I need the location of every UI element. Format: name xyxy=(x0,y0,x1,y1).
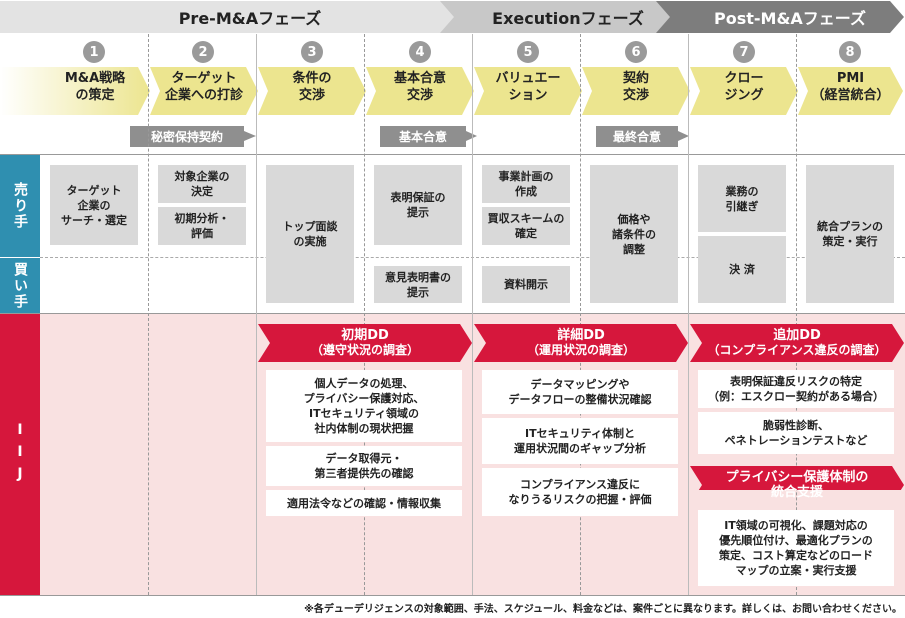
step-arrow-8 xyxy=(798,67,903,115)
step-arrow-3 xyxy=(258,67,366,115)
detail-dd-item-3: コンプライアンス違反になりうるリスクの把握・評価 xyxy=(482,468,678,516)
phase-pre-bar xyxy=(0,1,474,33)
step-label-3: 条件の交渉 xyxy=(292,71,332,103)
phase-post-label: Post-M&Aフェーズ xyxy=(714,9,866,28)
col-sep-1 xyxy=(148,34,149,595)
header-privacy-support: プライバシー保護体制の統合支援 xyxy=(725,470,869,500)
step-arrow-1 xyxy=(0,67,150,115)
phase-post-bar xyxy=(656,1,904,33)
activity-price: 価格や諸条件の調整 xyxy=(590,165,678,303)
activity-disclosure: 資料開示 xyxy=(482,266,570,303)
header-detail-dd: 詳細DD（運用状況の調査） xyxy=(526,328,635,357)
step-arrow-5 xyxy=(474,67,582,115)
step-label-8: PMI（経営統合） xyxy=(811,71,890,103)
col-sep-4 xyxy=(472,34,473,595)
activity-opinion: 意見表明書の提示 xyxy=(374,266,462,303)
grid-line-bottom xyxy=(0,595,905,596)
side-buyer: 買い手 xyxy=(0,258,40,313)
activity-scheme: 買収スキームの確定 xyxy=(482,207,570,245)
activity-settlement: 決 済 xyxy=(698,236,786,303)
header-initial-dd-bg xyxy=(258,324,472,362)
header-privacy-bg xyxy=(690,466,904,490)
tag-final-bg xyxy=(596,126,678,147)
tag-nda-bg xyxy=(130,126,244,147)
step-label-7: クロージング xyxy=(724,71,764,103)
activity-business-plan: 事業計画の作成 xyxy=(482,165,570,203)
phase-exec-bar xyxy=(440,1,690,33)
step-number-5: 5 xyxy=(517,41,539,63)
activity-handover: 業務の引継ぎ xyxy=(698,165,786,232)
step-number-7: 7 xyxy=(733,41,755,63)
col-sep-7 xyxy=(796,34,797,595)
header-initial-dd: 初期DD（遵守状況の調査） xyxy=(310,328,419,357)
detail-dd-item-1: データマッピングやデータフローの整備状況確認 xyxy=(482,370,678,414)
activity-target-search: ターゲット企業のサーチ・選定 xyxy=(50,165,138,245)
additional-dd-item-2: 脆弱性診断、ペネトレーションテストなど xyxy=(698,412,894,454)
side-iij: IIJ xyxy=(0,314,40,595)
additional-dd-item-1: 表明保証違反リスクの特定（例：エスクロー契約がある場合） xyxy=(698,370,894,408)
tag-basic-bg xyxy=(380,126,466,147)
col-sep-6 xyxy=(688,34,689,595)
steps-arrows xyxy=(0,67,903,115)
step-arrow-2 xyxy=(150,67,258,115)
step-label-6: 契約交渉 xyxy=(622,71,649,103)
step-arrow-4 xyxy=(366,67,474,115)
activity-target-decide: 対象企業の決定 xyxy=(158,165,246,203)
grid-line-mid xyxy=(0,313,905,314)
step-number-8: 8 xyxy=(839,41,861,63)
privacy-support-item: IT領域の可視化、課題対応の優先順位付け、最適化プランの策定、コスト算定などのロ… xyxy=(698,510,894,586)
step-number-4: 4 xyxy=(409,41,431,63)
grid-line-top xyxy=(0,154,905,155)
phase-exec-label: Executionフェーズ xyxy=(492,9,644,28)
tag-final-agreement: 最終合意 xyxy=(612,130,661,144)
initial-dd-item-2: データ取得元・第三者提供先の確認 xyxy=(266,446,462,486)
side-buyer-label: 買い手 xyxy=(12,261,28,310)
activity-initial-analysis: 初期分析・評価 xyxy=(158,207,246,245)
step-arrow-6 xyxy=(582,67,690,115)
activity-rep-warranty: 表明保証の提示 xyxy=(374,165,462,245)
step-label-5: バリュエーション xyxy=(495,71,561,103)
step-label-1: M&A戦略の策定 xyxy=(64,71,126,103)
col-sep-3 xyxy=(364,34,365,595)
step-number-1: 1 xyxy=(83,41,105,63)
agreement-tags xyxy=(130,126,689,147)
initial-dd-item-1: 個人データの処理、プライバシー保護対応、ITセキュリティ領域の社内体制の現状把握 xyxy=(266,370,462,442)
header-additional-dd: 追加DD（コンプライアンス違反の調査） xyxy=(707,328,887,357)
col-sep-2 xyxy=(256,34,257,595)
step-number-2: 2 xyxy=(192,41,214,63)
phase-banner xyxy=(0,1,904,33)
initial-dd-item-3: 適用法令などの確認・情報収集 xyxy=(266,490,462,516)
step-number-6: 6 xyxy=(625,41,647,63)
phase-pre-label: Pre-M&Aフェーズ xyxy=(178,9,322,28)
step-arrow-7 xyxy=(690,67,798,115)
side-iij-label: IIJ xyxy=(12,421,28,488)
tag-basic-agreement: 基本合意 xyxy=(398,130,447,144)
step-number-3: 3 xyxy=(301,41,323,63)
activity-top-meeting: トップ面談の実施 xyxy=(266,165,354,303)
step-label-4: 基本合意交渉 xyxy=(393,71,446,103)
step-label-2: ターゲット企業への打診 xyxy=(164,71,243,103)
header-additional-dd-bg xyxy=(690,324,904,362)
activity-integration: 統合プランの策定・実行 xyxy=(806,165,894,303)
side-seller: 売り手 xyxy=(0,155,40,257)
header-detail-dd-bg xyxy=(474,324,688,362)
detail-dd-item-2: ITセキュリティ体制と運用状況間のギャップ分析 xyxy=(482,418,678,464)
iij-dd-headers xyxy=(258,324,904,490)
side-seller-label: 売り手 xyxy=(12,182,28,230)
footnote: ※各デューデリジェンスの対象範囲、手法、スケジュール、料金などは、案件ごとに異な… xyxy=(304,604,902,615)
tag-nda: 秘密保持契約 xyxy=(150,130,223,144)
col-sep-5 xyxy=(580,34,581,595)
